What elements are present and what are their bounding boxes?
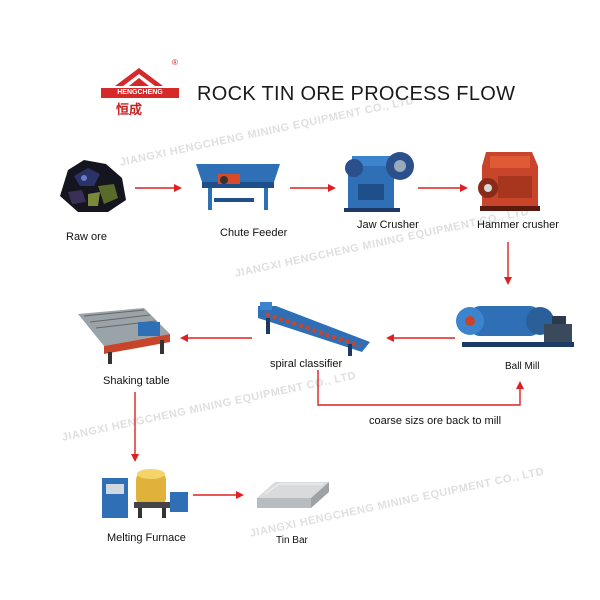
tin-bar-icon: [253, 470, 333, 514]
node-label-chute-feeder: Chute Feeder: [220, 227, 287, 239]
node-label-tin-bar: Tin Bar: [276, 535, 308, 546]
spiral-classifier-icon: [252, 300, 374, 358]
arrow-return-to-mill: [318, 370, 520, 405]
node-label-jaw-crusher: Jaw Crusher: [357, 219, 419, 231]
node-label-ball-mill: Ball Mill: [505, 361, 539, 372]
node-label-shaking-table: Shaking table: [103, 375, 170, 387]
hammer-crusher-icon: [472, 146, 546, 216]
edge-label-return: coarse sizs ore back to mill: [369, 415, 501, 427]
node-label-hammer-crusher: Hammer crusher: [477, 219, 559, 231]
raw-ore-icon: [54, 156, 130, 216]
node-label-spiral-classifier: spiral classifier: [270, 358, 342, 370]
melting-furnace-icon: [100, 462, 192, 522]
node-label-melting-furnace: Melting Furnace: [107, 532, 186, 544]
node-label-raw-ore: Raw ore: [66, 231, 107, 243]
jaw-crusher-icon: [340, 144, 418, 216]
chute-feeder-icon: [188, 160, 286, 214]
shaking-table-icon: [74, 306, 174, 368]
ball-mill-icon: [454, 296, 580, 356]
